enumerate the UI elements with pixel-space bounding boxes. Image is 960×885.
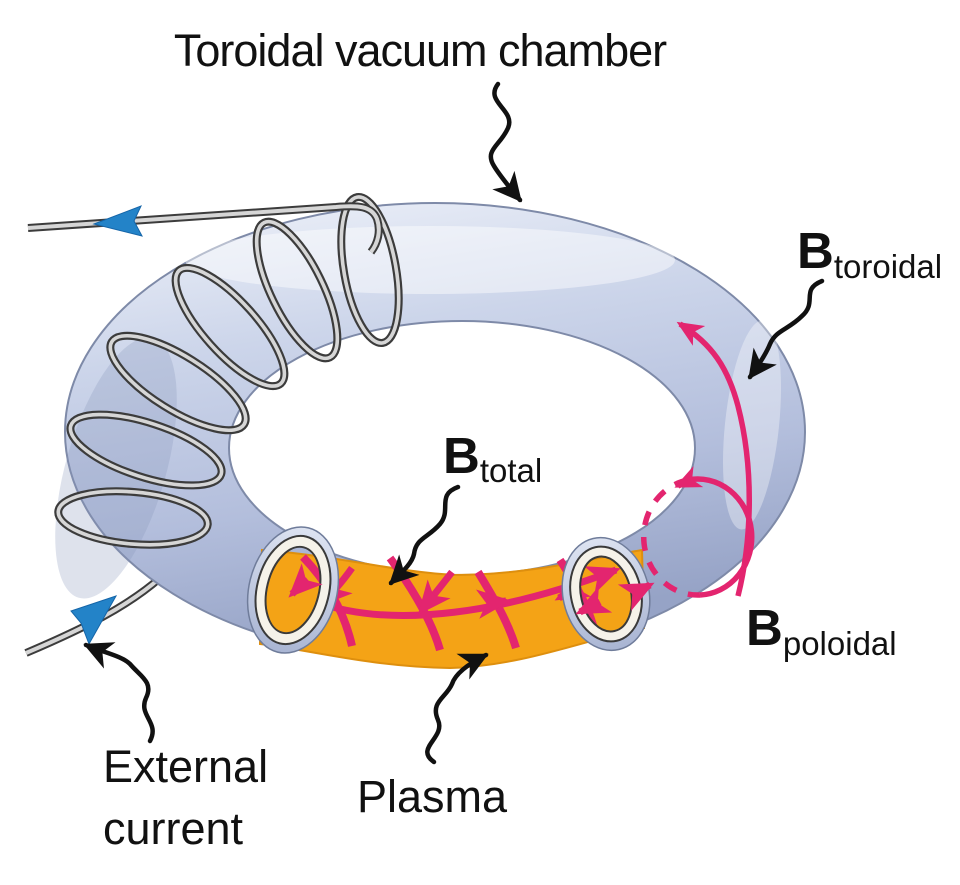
field-coils (54, 192, 403, 549)
field-coil-4 (106, 331, 250, 435)
b-poloidal-loop (640, 466, 755, 598)
b-toroidal-subscript: toroidal (834, 248, 942, 285)
current-direction-arrow-bottom (70, 595, 118, 646)
label-plasma: Plasma (357, 771, 508, 822)
label-b-poloidal: Bpoloidal (746, 599, 897, 662)
leader-arrow-b-toroidal (747, 278, 825, 380)
field-coil-3 (171, 263, 289, 391)
cut-core-field-arrows (288, 563, 655, 616)
label-b-total: Btotal (443, 427, 542, 489)
b-total-subscript: total (480, 452, 542, 489)
b-poloidal-subscript: poloidal (783, 625, 897, 662)
coil-wire-top (27, 202, 383, 255)
leader-arrow-chamber (488, 81, 523, 203)
leader-arrow-external-current (83, 642, 155, 744)
label-external-current-line2: current (103, 803, 244, 854)
label-external-current-line1: External (103, 741, 268, 792)
leader-arrow-b-total (388, 484, 461, 586)
b-poloidal-arrowhead (674, 466, 704, 489)
field-coil-6 (54, 487, 212, 549)
leader-arrows (83, 81, 825, 765)
field-coil-5 (66, 410, 226, 490)
b-poloidal-symbol: B (746, 599, 783, 656)
b-toroidal-symbol: B (797, 222, 834, 279)
b-toroidal-arrow (676, 321, 752, 597)
leader-arrow-plasma (425, 652, 489, 765)
field-coil-2 (252, 217, 342, 363)
b-poloidal-front-arc (687, 476, 755, 598)
chamber-top-highlight (185, 226, 675, 294)
label-title: Toroidal vacuum chamber (174, 25, 667, 76)
field-coil-1 (337, 192, 403, 348)
current-direction-arrow-top (92, 205, 143, 237)
b-poloidal-back-arc (640, 477, 701, 598)
label-b-toroidal: Btoroidal (797, 222, 942, 285)
b-total-symbol: B (443, 427, 480, 484)
